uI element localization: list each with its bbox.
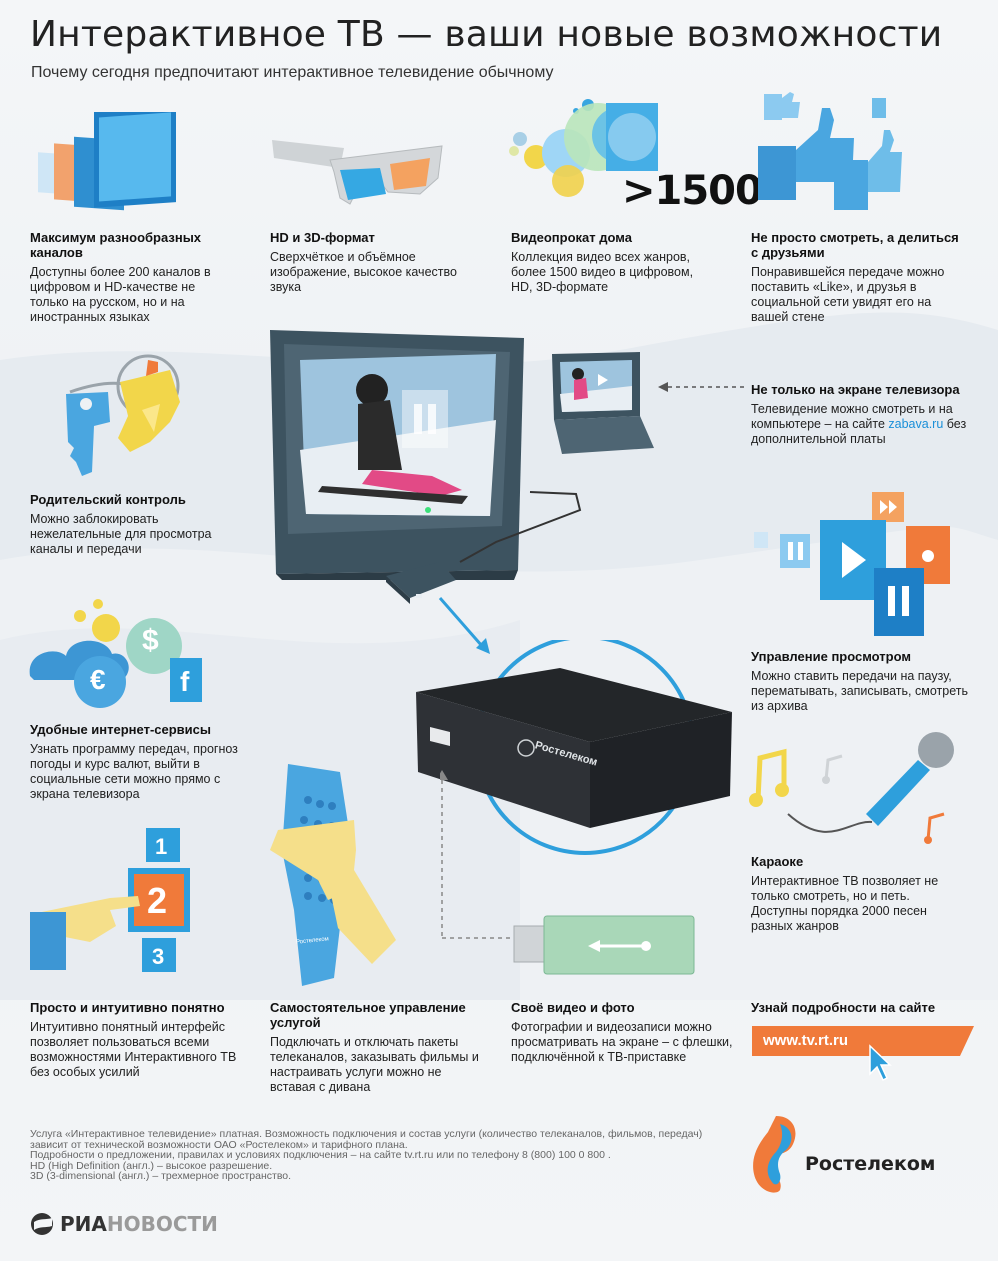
- ria-novosti-logo: РИАНОВОСТИ: [60, 1212, 218, 1236]
- set-top-box: [416, 640, 732, 855]
- karaoke-microphone-icon: [749, 732, 954, 844]
- feature-share: Не просто смотреть, а делиться с друзьям…: [751, 230, 966, 325]
- keys-icon: [66, 354, 180, 476]
- euro-icon: €: [90, 664, 106, 695]
- feature-hd3d-desc: Сверхчёткое и объёмное изображение, высо…: [270, 250, 457, 294]
- feature-screen-desc: Телевидение можно смотреть и на компьюте…: [751, 402, 976, 447]
- video-rental-icon: [509, 99, 658, 197]
- menu-number-2: 2: [147, 880, 168, 921]
- feature-selfservice-title: Самостоятельное управление услугой: [270, 1000, 466, 1030]
- site-url-link[interactable]: www.tv.rt.ru: [763, 1032, 849, 1049]
- feature-rental: Видеопрокат дома Коллекция видео всех жа…: [511, 230, 716, 295]
- feature-hd3d-title: HD и 3D-формат: [270, 230, 375, 245]
- feature-simple-title: Просто и интуитивно понятно: [30, 1000, 225, 1015]
- laptop-pointer-arrow: [658, 382, 744, 392]
- feature-ownvideo-desc: Фотографии и видеозаписи можно просматри…: [511, 1020, 733, 1064]
- rostelecom-logo-text: Ростелеком: [805, 1153, 936, 1175]
- feature-site-title: Узнай подробности на сайте: [751, 1000, 936, 1015]
- rostelecom-logo-icon: [753, 1116, 796, 1193]
- social-icon: f: [180, 666, 190, 697]
- feature-ownvideo: Своё видео и фото Фотографии и видеозапи…: [511, 1000, 736, 1065]
- laptop-illustration: [552, 352, 654, 454]
- feature-ownvideo-title: Своё видео и фото: [511, 1000, 635, 1015]
- feature-share-title: Не просто смотреть, а делиться с друзьям…: [751, 230, 959, 260]
- menu-number-3: 3: [152, 944, 165, 969]
- menu-number-1: 1: [155, 834, 168, 859]
- feature-simple: Просто и интуитивно понятно Интуитивно п…: [30, 1000, 255, 1080]
- feature-simple-desc: Интуитивно понятный интерфейс позволяет …: [30, 1020, 237, 1079]
- feature-playback-title: Управление просмотром: [751, 649, 911, 664]
- internet-services-icon: [29, 599, 202, 708]
- dollar-icon: $: [142, 624, 159, 657]
- like-thumbs-icon: [758, 92, 902, 210]
- cable-illustration: [386, 491, 582, 654]
- feature-hd3d: HD и 3D-формат Сверхчёткое и объёмное из…: [270, 230, 480, 295]
- feature-selfservice: Самостоятельное управление услугой Подкл…: [270, 1000, 485, 1095]
- page-subtitle: Почему сегодня предпочитают интерактивно…: [31, 64, 554, 81]
- feature-karaoke: Караоке Интерактивное ТВ позволяет не то…: [751, 854, 966, 934]
- feature-karaoke-title: Караоке: [751, 854, 804, 869]
- usb-flash-icon: [440, 770, 695, 975]
- menu-hand-icon: [30, 828, 190, 972]
- ria-logo-light: НОВОСТИ: [106, 1212, 218, 1236]
- footnote-line: 3D (3-dimensional (англ.) – трехмерное п…: [30, 1170, 292, 1182]
- footnote-line: HD (High Definition (англ.) – высокое ра…: [30, 1159, 273, 1172]
- feature-rental-desc: Коллекция видео всех жанров, более 1500 …: [511, 250, 694, 294]
- feature-parental: Родительский контроль Можно заблокироват…: [30, 492, 250, 557]
- remote-control-icon: [270, 764, 396, 986]
- feature-selfservice-desc: Подключать и отключать пакеты телеканало…: [270, 1035, 479, 1094]
- feature-screen-desc-tail: без дополнительной платы: [751, 417, 967, 446]
- video-count-number: >1500: [622, 168, 763, 214]
- footnotes: Услуга «Интерактивное телевидение» платн…: [30, 1129, 710, 1182]
- page-title: Интерактивное ТВ — ваши новые возможност…: [30, 14, 943, 55]
- url-banner-bg: [752, 1026, 974, 1056]
- playback-controls-icon: [754, 492, 950, 636]
- feature-parental-title: Родительский контроль: [30, 492, 186, 507]
- feature-screen-desc-text: Телевидение можно смотреть и на компьюте…: [751, 402, 953, 431]
- feature-share-desc: Понравившейся передаче можно поставить «…: [751, 265, 945, 324]
- ria-logo-bold: РИА: [60, 1212, 107, 1236]
- feature-screen: Не только на экране телевизора Телевиден…: [751, 382, 976, 447]
- zabava-link[interactable]: zabava.ru: [888, 417, 944, 431]
- tv-illustration: [270, 330, 524, 580]
- feature-channels: Максимум разнообразных каналов Доступны …: [30, 230, 230, 325]
- feature-rental-title: Видеопрокат дома: [511, 230, 632, 245]
- feature-internet-desc: Узнать программу передач, прогноз погоды…: [30, 742, 238, 801]
- feature-screen-title: Не только на экране телевизора: [751, 382, 960, 397]
- feature-internet-title: Удобные интернет-сервисы: [30, 722, 211, 737]
- footnote-line: Услуга «Интерактивное телевидение» платн…: [30, 1128, 703, 1151]
- feature-playback-desc: Можно ставить передачи на паузу, перемат…: [751, 669, 968, 713]
- 3d-glasses-icon: [272, 140, 443, 205]
- footnote-line: Подробности о предложении, правилах и ус…: [30, 1149, 611, 1161]
- feature-channels-title: Максимум разнообразных каналов: [30, 230, 202, 260]
- feature-channels-desc: Доступны более 200 каналов в цифровом и …: [30, 265, 211, 324]
- ria-logo-icon: [31, 1213, 53, 1235]
- feature-karaoke-desc: Интерактивное ТВ позволяет не только смо…: [751, 874, 939, 933]
- channels-screens-icon: [38, 112, 176, 211]
- feature-internet: Удобные интернет-сервисы Узнать программ…: [30, 722, 245, 802]
- cursor-arrow-icon: [869, 1044, 892, 1082]
- feature-site: Узнай подробности на сайте: [751, 1000, 976, 1015]
- feature-playback: Управление просмотром Можно ставить пере…: [751, 649, 976, 714]
- feature-parental-desc: Можно заблокировать нежелательные для пр…: [30, 512, 212, 556]
